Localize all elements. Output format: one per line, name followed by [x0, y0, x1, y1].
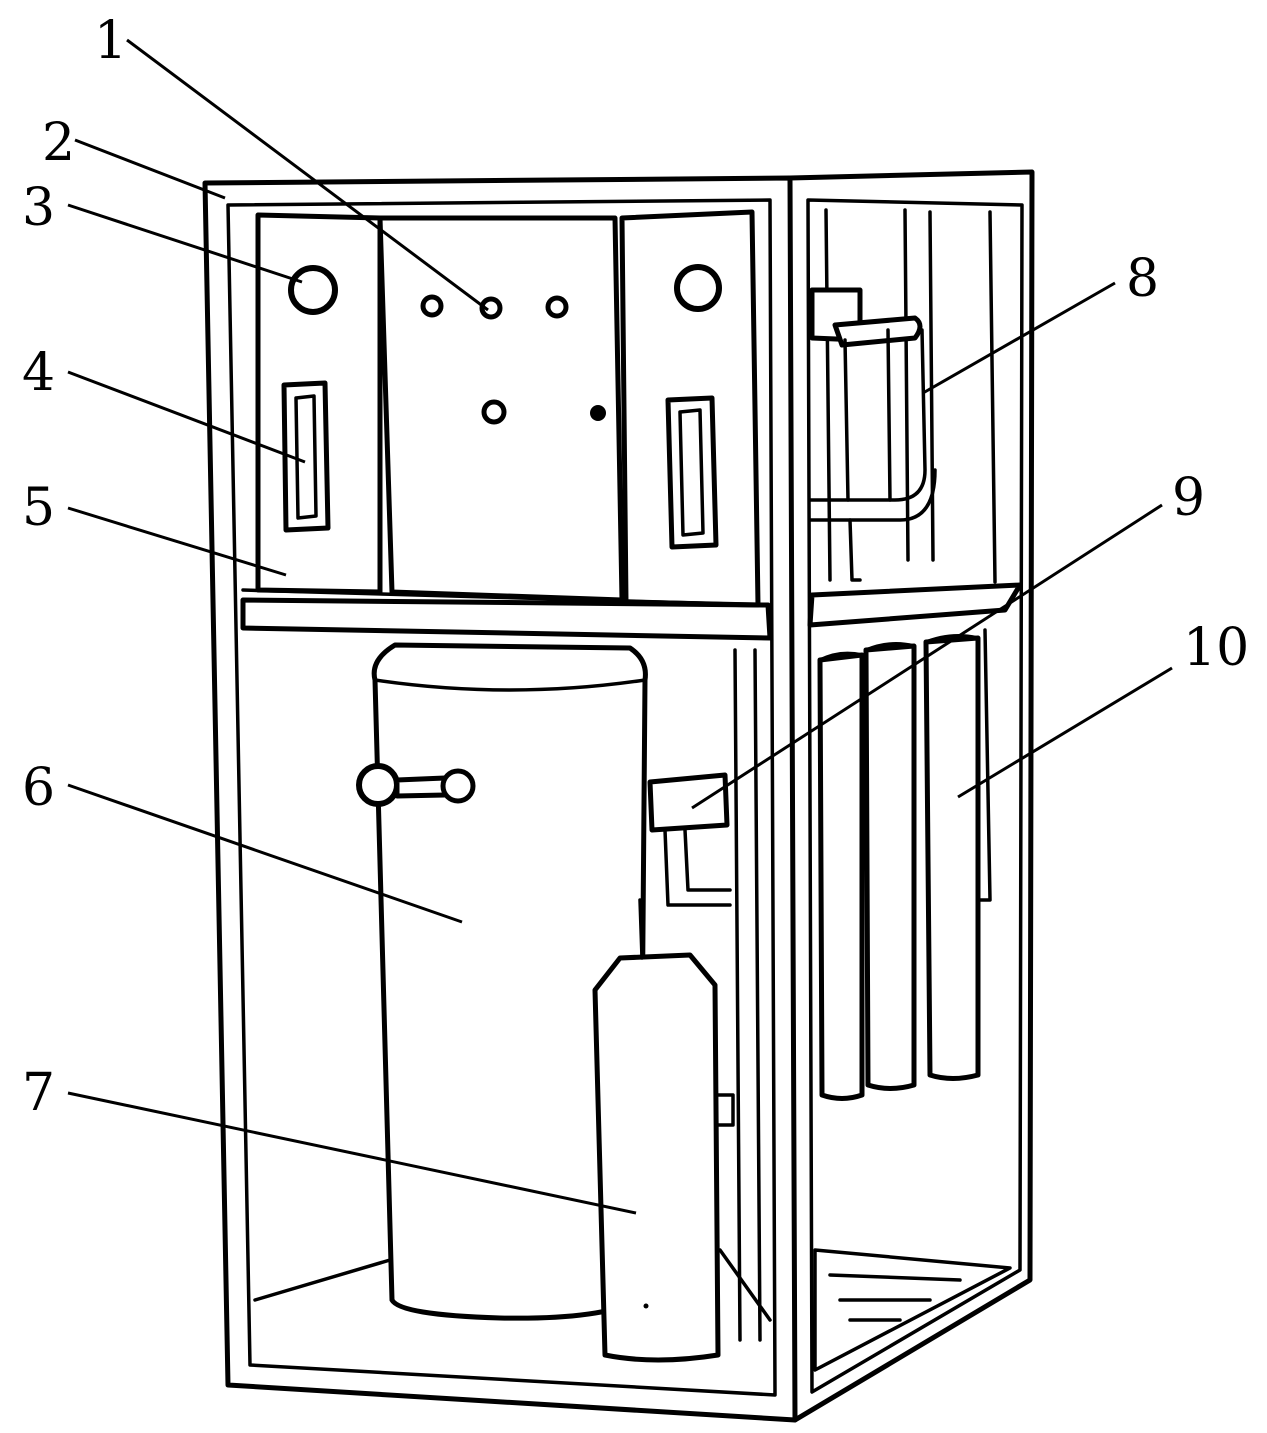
leader-8 — [922, 281, 1116, 395]
leader-10 — [957, 666, 1173, 799]
callout-5: 5 — [22, 478, 55, 538]
callout-3: 3 — [22, 178, 55, 238]
outer-frame — [202, 169, 1035, 1423]
leader-7 — [67, 1091, 637, 1215]
callout-6: 6 — [22, 758, 55, 818]
callout-9: 9 — [1172, 468, 1205, 528]
side-pipes — [710, 648, 762, 1342]
callout-7: 7 — [22, 1063, 55, 1123]
flowmeter-left — [281, 380, 331, 533]
gauge-left — [288, 265, 338, 315]
valve-box — [647, 772, 732, 907]
tank-valve — [356, 763, 476, 807]
flowmeter-right — [665, 395, 719, 550]
leader-lines — [67, 38, 1173, 1215]
leader-2 — [74, 138, 226, 200]
indicator-lights — [420, 294, 606, 425]
callout-2: 2 — [42, 113, 75, 173]
gauge-right — [674, 264, 722, 312]
upper-right-assembly — [807, 208, 1023, 628]
callout-4: 4 — [22, 343, 55, 403]
leader-1 — [126, 38, 489, 312]
small-cylinder — [592, 898, 721, 1363]
leader-6 — [67, 783, 463, 924]
callout-1: 1 — [94, 11, 127, 71]
leader-5 — [67, 506, 287, 577]
leader-3 — [67, 203, 303, 284]
filter-cartridges — [817, 628, 992, 1101]
leader-9 — [691, 503, 1163, 810]
callout-labels: 1 2 3 4 5 6 7 8 9 10 — [22, 11, 1249, 1123]
callout-10: 10 — [1183, 618, 1249, 678]
leader-4 — [67, 370, 306, 464]
callout-8: 8 — [1126, 249, 1159, 309]
